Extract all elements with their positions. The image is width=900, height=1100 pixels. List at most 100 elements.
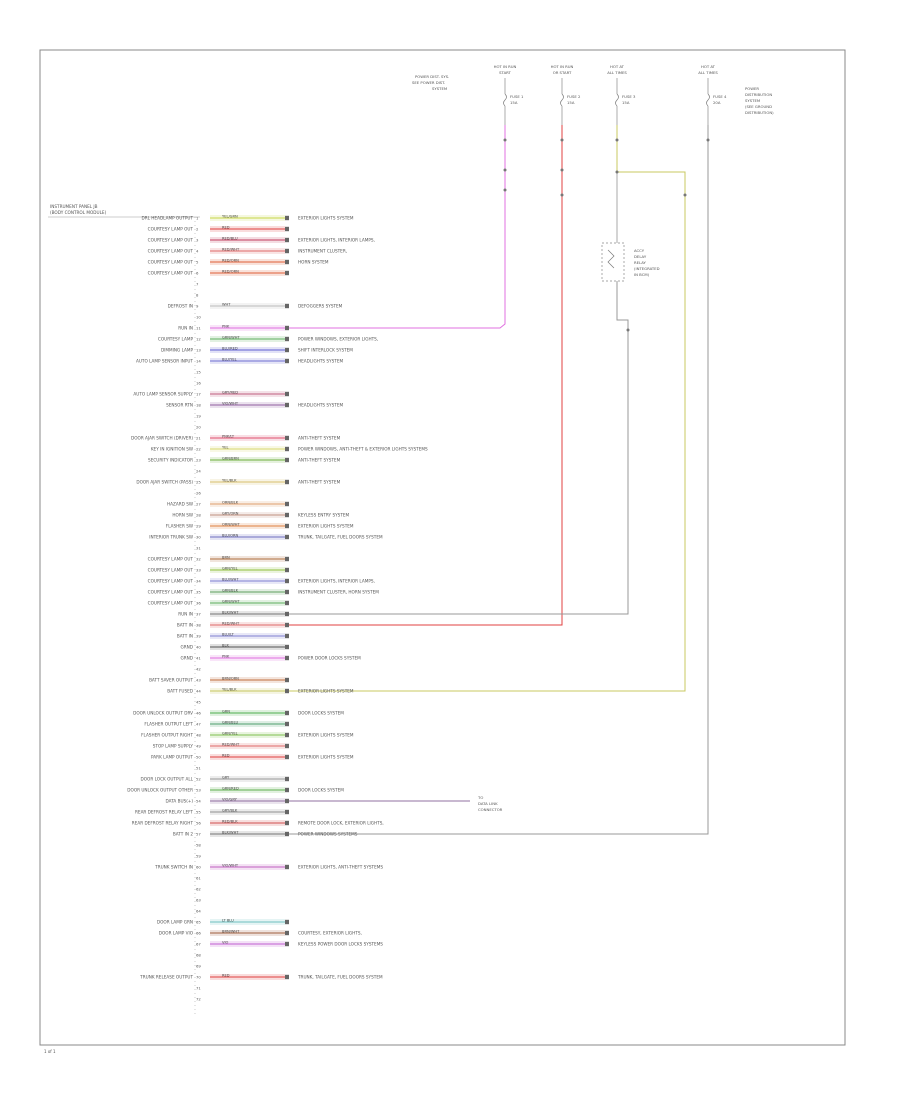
pin-number: 33: [196, 567, 201, 572]
connector-terminal: [285, 600, 289, 606]
pin-number: 46: [196, 710, 201, 715]
pin-number: 65: [196, 919, 201, 924]
module-title-line1: INSTRUMENT PANEL JB: [50, 204, 98, 209]
connector-terminal: [285, 248, 289, 254]
connector-terminal: [285, 732, 289, 738]
splice-dots: [503, 138, 710, 332]
fuse-number: FUSE 4: [713, 94, 727, 99]
top-note-right-line5: DISTRIBUTION): [745, 110, 774, 115]
pin-number: 51: [196, 765, 201, 770]
run-feed-wire: [285, 125, 506, 329]
wire-color-code: GRY/ORN: [222, 511, 239, 515]
wire-color-code: GRN/BRN: [222, 456, 239, 460]
pin-row-15: 15: [196, 369, 201, 374]
pin-function-label: GRND: [180, 655, 193, 660]
wire-color-code: RED/WHT: [222, 742, 240, 746]
pin-number: 63: [196, 897, 201, 902]
wire-color-code: RED/WHT: [222, 621, 240, 625]
splice-dot: [560, 168, 564, 172]
pin-function-label: SENSOR RTN: [166, 402, 193, 407]
pin-function-label: BATT FUSED: [167, 688, 193, 693]
relay-output-wire: [285, 281, 629, 615]
pin-row-64: 64: [196, 908, 201, 913]
pin-function-label: BATT SAVER OUTPUT: [149, 677, 193, 682]
splice-dot: [615, 138, 619, 142]
pin-function-label: REAR DEFROST RELAY LEFT: [135, 809, 193, 814]
fuse-title-line1: HOT IN RUN: [494, 64, 517, 69]
pin-number: 48: [196, 732, 201, 737]
destination-system-label: HORN SYSTEM: [298, 259, 329, 264]
fuse-number: FUSE 3: [622, 94, 636, 99]
pin-number: 2: [196, 226, 199, 231]
pin-function-label: COURTESY LAMP OUT: [148, 270, 194, 275]
wire-color-code: YEL/GRN: [222, 214, 238, 218]
pin-row-7: 7: [196, 281, 199, 286]
wire-color-code: LT BLU: [222, 918, 234, 922]
wire-color-code: BRN/ORN: [222, 676, 239, 680]
relay-label-line: IN BCM): [634, 272, 650, 277]
destination-system-label: TRUNK, TAILGATE, FUEL DOORS SYSTEM: [297, 974, 383, 979]
connector-terminal: [285, 831, 289, 837]
wire-color-code: ORN/WHT: [222, 522, 240, 526]
wire-color-code: BLU/ORN: [222, 533, 238, 537]
pin-number: 38: [196, 622, 201, 627]
wire-color-code: GRN/YEL: [222, 566, 238, 570]
destination-system-label: KEYLESS ENTRY SYSTEM: [298, 512, 350, 517]
footer-label: 1 of 1: [44, 1049, 56, 1054]
fuse-number: FUSE 1: [510, 94, 524, 99]
pin-function-label: DOOR AJAR SWITCH (DRIVER): [131, 435, 193, 440]
pin-number: 69: [196, 963, 201, 968]
pin-number: 68: [196, 952, 201, 957]
connector-terminal: [285, 303, 289, 309]
wire-color-code: RED: [222, 753, 230, 757]
pin-row-59: 59: [196, 853, 201, 858]
wire-color-code: RED/ORN: [222, 269, 239, 273]
pin-number: 41: [196, 655, 201, 660]
connector-terminal: [285, 974, 289, 980]
connector-terminal: [285, 347, 289, 353]
pin-function-label: AUTO LAMP SENSOR INPUT: [136, 358, 193, 363]
wire-color-code: GRN/YEL: [222, 731, 238, 735]
connector-terminal: [285, 501, 289, 507]
pin-function-label: STOP LAMP SUPPLY: [153, 743, 194, 748]
connector-terminal: [285, 919, 289, 925]
top-note-right-line1: POWER: [745, 86, 759, 91]
pin-number: 64: [196, 908, 201, 913]
pin-number: 29: [196, 523, 201, 528]
wire-color-code: BLK: [222, 643, 229, 647]
pin-function-label: PARK LAMP OUTPUT: [151, 754, 193, 759]
wire-color-code: VIO/GRY: [222, 797, 238, 801]
wire-color-code: RED/ORN: [222, 258, 239, 262]
destination-system-label: INSTRUMENT CLUSTER, HORN SYSTEM: [298, 589, 379, 594]
pin-function-label: DOOR AJAR SWITCH (PASS): [136, 479, 193, 484]
module-header: INSTRUMENT PANEL JB (BODY CONTROL MODULE…: [48, 204, 200, 218]
pin-number: 4: [196, 248, 199, 253]
pin-function-label: KEY IN IGNITION SW: [151, 446, 193, 451]
fused-batt-wire: [285, 125, 686, 692]
pin-function-label: AUTO LAMP SENSOR SUPPLY: [133, 391, 193, 396]
wire-color-code: BLK/WHT: [222, 830, 239, 834]
pin-number: 25: [196, 479, 201, 484]
pin-function-label: FLASHER OUTPUT LEFT: [144, 721, 193, 726]
pin-row-16: 16: [196, 380, 201, 385]
pin-number: 61: [196, 875, 201, 880]
relay-label-line: RELAY: [634, 260, 647, 265]
pin-number: 34: [196, 578, 201, 583]
connector-terminal: [285, 391, 289, 397]
wire-color-code: VIO/WHT: [222, 401, 239, 405]
connector-terminal: [285, 754, 289, 760]
